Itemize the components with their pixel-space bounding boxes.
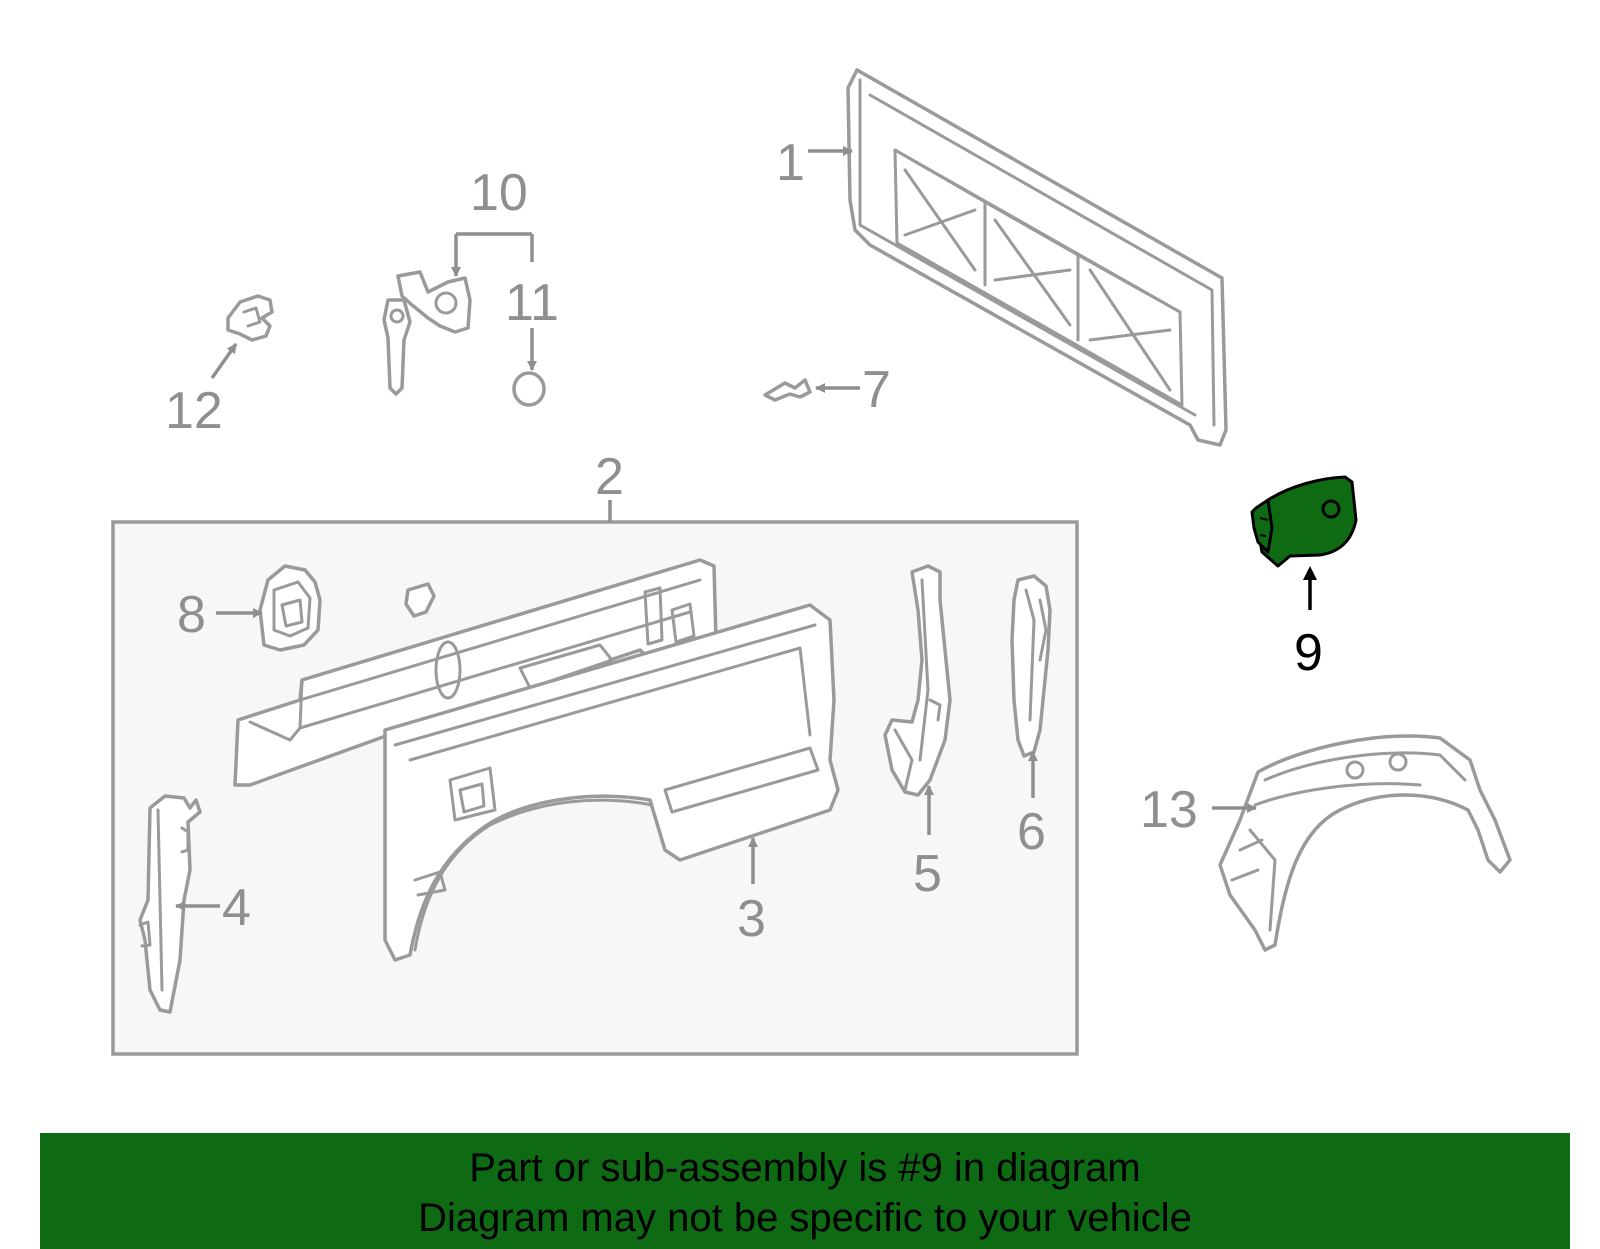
part-4-pillar[interactable] (138, 794, 202, 1014)
callout-9[interactable]: 9 (1294, 624, 1323, 682)
banner-line-2: Diagram may not be specific to your vehi… (418, 1196, 1192, 1240)
part-10-lock-assembly[interactable] (382, 270, 472, 396)
part-11-ring[interactable] (512, 371, 546, 407)
part-5-bracket[interactable] (883, 564, 952, 797)
part-9-fuel-door[interactable] (1250, 475, 1358, 568)
banner-line-1: Part or sub-assembly is #9 in diagram (469, 1146, 1141, 1190)
callout-13[interactable]: 13 (1140, 781, 1198, 839)
callout-12[interactable]: 12 (165, 382, 223, 440)
part-1-front-panel[interactable] (846, 68, 1228, 447)
callout-7[interactable]: 7 (862, 361, 891, 419)
callout-6[interactable]: 6 (1017, 803, 1046, 861)
part-6-reinforcement[interactable] (1010, 574, 1052, 758)
callout-8[interactable]: 8 (177, 586, 206, 644)
callout-5[interactable]: 5 (913, 845, 942, 903)
callout-11[interactable]: 11 (505, 274, 559, 332)
part-8-fuel-housing[interactable] (258, 564, 322, 652)
callout-4[interactable]: 4 (222, 879, 251, 937)
callout-2[interactable]: 2 (595, 448, 624, 506)
callout-1[interactable]: 1 (776, 134, 805, 192)
leader-lines (175, 146, 1317, 911)
part-2-inner-rail[interactable] (233, 558, 718, 787)
part-3-outer-panel[interactable] (383, 603, 840, 962)
info-banner: Part or sub-assembly is #9 in diagram Di… (40, 1133, 1570, 1249)
part-7-clip[interactable] (763, 378, 812, 402)
part-small-bracket[interactable] (404, 582, 436, 618)
part-12-hook[interactable] (226, 294, 274, 342)
callout-10[interactable]: 10 (470, 164, 528, 222)
part-13-wheelhouse[interactable] (1218, 734, 1512, 952)
callout-3[interactable]: 3 (737, 890, 766, 948)
